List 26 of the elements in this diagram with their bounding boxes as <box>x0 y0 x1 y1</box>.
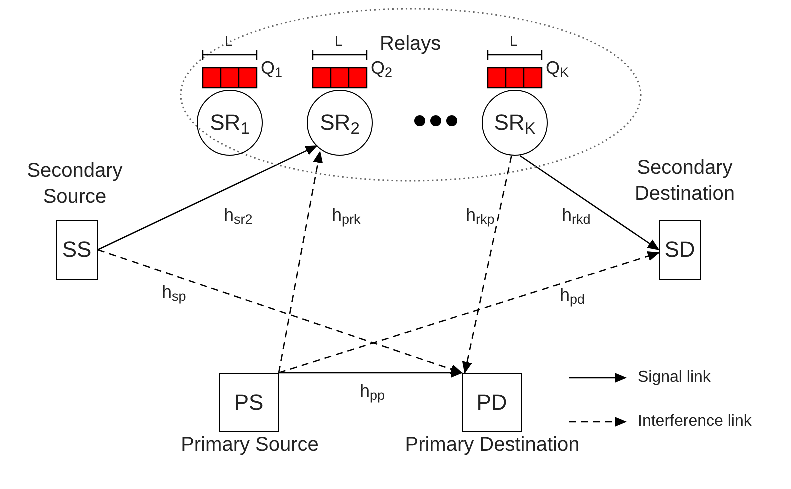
arrow <box>98 146 318 251</box>
terminal-node-box: PD <box>462 373 522 432</box>
queue-label: Q$_{1}$ <box>261 59 283 77</box>
node-caption: Secondary Source <box>26 159 124 210</box>
queue-length-label: L <box>335 34 343 48</box>
dashed-arrow <box>278 252 660 374</box>
node-caption: Primary Destination <box>405 433 580 458</box>
edge-label: h$_{sr2}$ <box>222 206 255 224</box>
terminal-node-box: PS <box>219 373 279 432</box>
queue-length-label: L <box>510 34 518 48</box>
terminal-node-box: SS <box>56 220 98 280</box>
node-caption: Secondary Destination <box>634 156 736 207</box>
node-caption: Primary Source <box>180 433 320 458</box>
edge-label: h$_{rkd}$ <box>560 206 593 224</box>
arrow <box>520 155 660 251</box>
queue-length-label: L <box>225 34 233 48</box>
terminal-node-box: SD <box>659 220 701 280</box>
queue-label: Q$_{K}$ <box>546 59 570 77</box>
dashed-arrow <box>278 151 324 374</box>
arrow <box>279 368 463 378</box>
legend-label: Interference link <box>638 414 752 430</box>
queue-label: Q$_{2}$ <box>371 59 393 77</box>
dashed-arrow <box>462 156 512 374</box>
legend-label: Signal link <box>638 370 711 386</box>
group-title: Relays <box>380 34 442 54</box>
dashed-arrow <box>98 249 463 374</box>
